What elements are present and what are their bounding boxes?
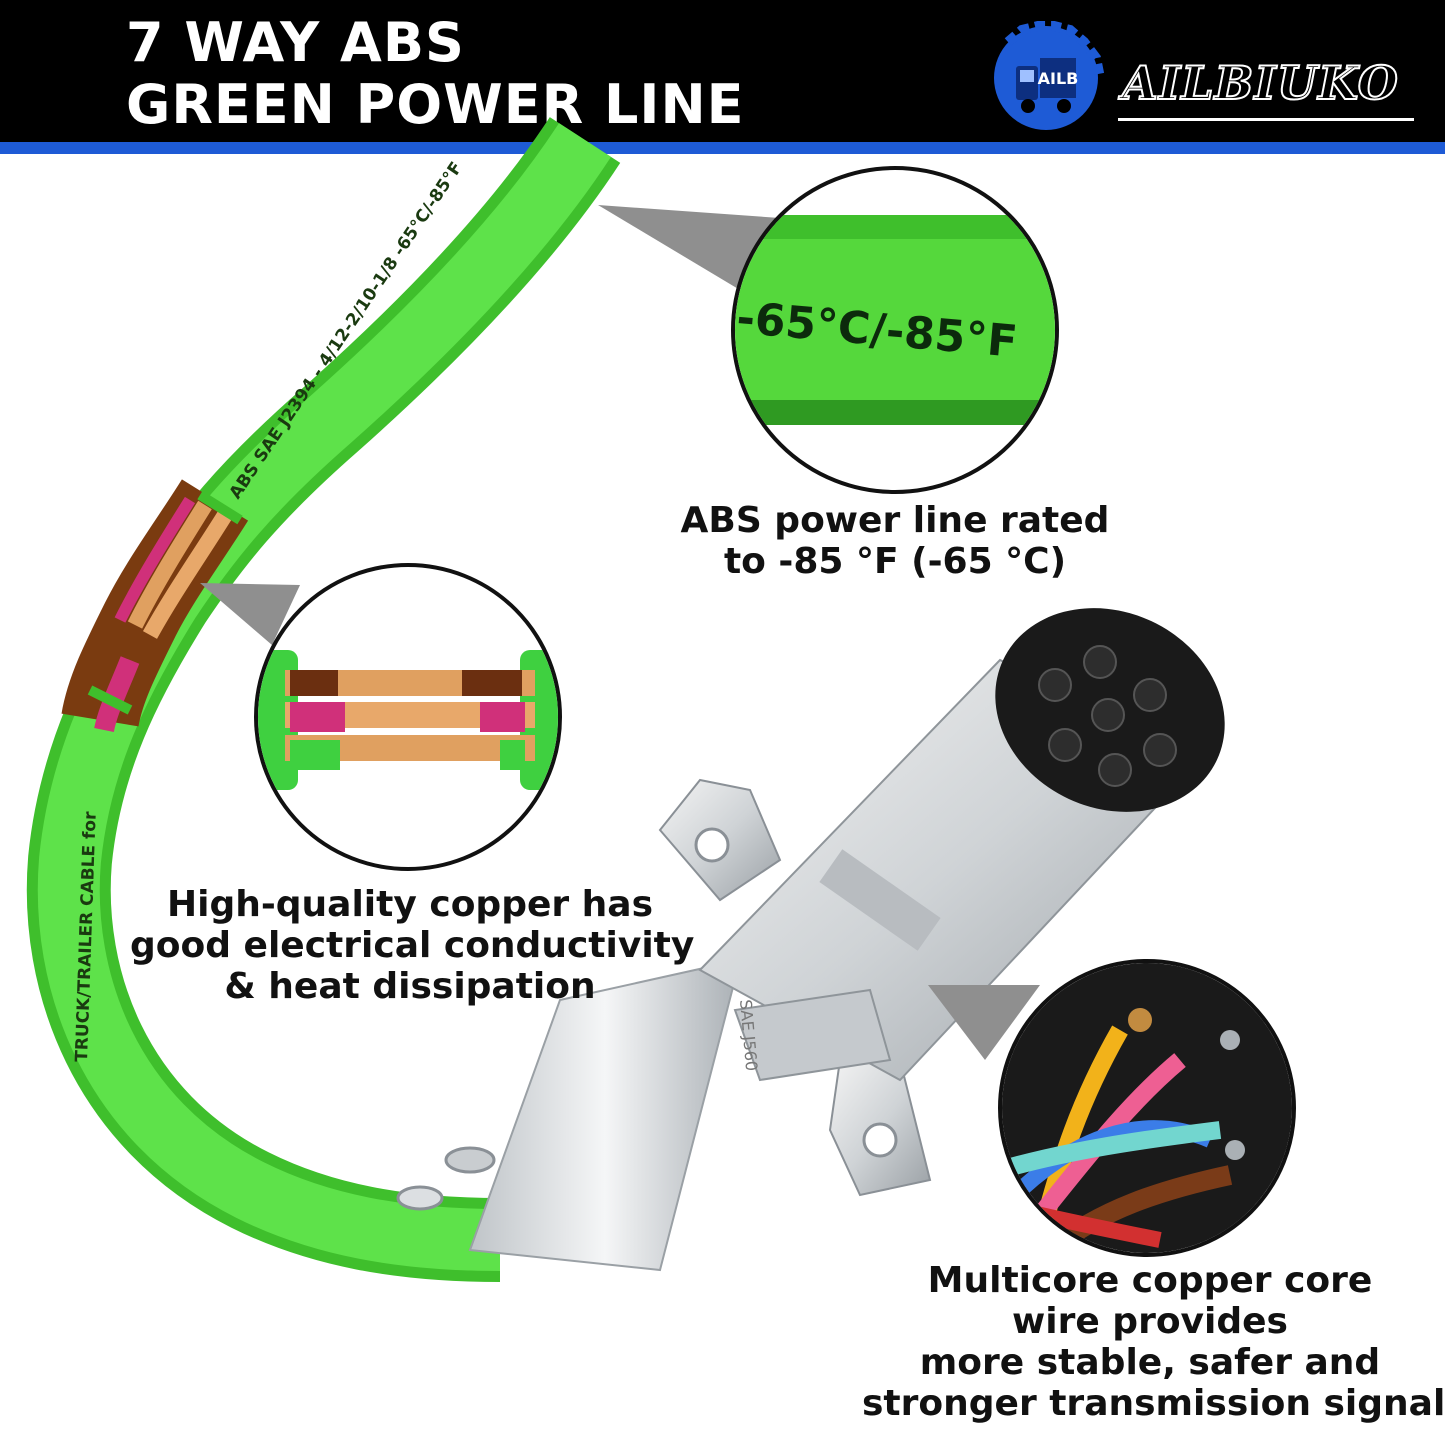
multicore-caption-line2: wire provides xyxy=(1012,1301,1288,1342)
svg-text:AILB: AILB xyxy=(1038,69,1079,88)
plug-face xyxy=(995,608,1225,812)
temperature-caption-line2: to -85 °F (-65 °C) xyxy=(723,541,1067,582)
copper-caption: High-quality copper has good electrical … xyxy=(130,884,695,1007)
temperature-caption: ABS power line rated to -85 °F (-65 °C) xyxy=(660,500,1130,582)
page-title-line2: GREEN POWER LINE xyxy=(126,73,745,136)
multicore-caption-line4: stronger transmission signal xyxy=(862,1383,1445,1424)
green-cable xyxy=(26,116,621,1282)
ring-terminal xyxy=(396,1146,496,1211)
multicore-caption: Multicore copper core wire provides more… xyxy=(862,1260,1445,1424)
page-title-line1: 7 WAY ABS xyxy=(126,11,465,74)
copper-caption-line3: & heat dissipation xyxy=(224,966,596,1007)
multicore-caption-line1: Multicore copper core xyxy=(927,1260,1373,1301)
copper-caption-line2: good electrical conductivity xyxy=(130,925,695,966)
temperature-callout: -65°C/-85°F xyxy=(598,166,1059,494)
plug-mount-ears xyxy=(658,778,932,1197)
multicore-caption-line3: more stable, safer and xyxy=(919,1342,1381,1383)
multicore-callout xyxy=(928,959,1296,1257)
copper-caption-line1: High-quality copper has xyxy=(166,884,654,925)
brand-name: AILBIUKO xyxy=(1121,56,1399,110)
brand-underline xyxy=(1118,118,1414,121)
truck-gear-logo-icon: AILB xyxy=(994,21,1105,130)
header-blue-stripe xyxy=(0,142,1445,154)
header-bar xyxy=(0,0,1445,148)
temperature-caption-line1: ABS power line rated xyxy=(680,500,1110,541)
copper-callout xyxy=(200,563,562,871)
